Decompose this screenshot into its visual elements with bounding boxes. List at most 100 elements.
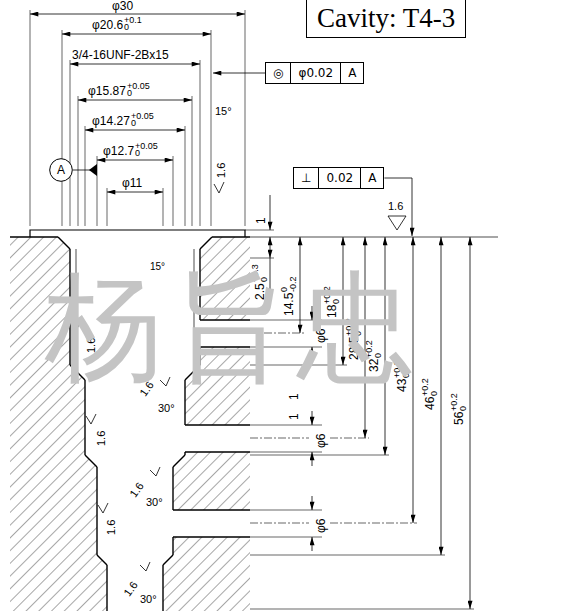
tolerance-text: 0 xyxy=(135,149,140,158)
angle-text: 30° xyxy=(140,594,157,605)
frame-cell: ◎ xyxy=(266,63,290,83)
cavity-outline xyxy=(97,555,107,565)
cavity-outline xyxy=(173,509,250,510)
extension-line xyxy=(192,96,193,226)
cavity-outline xyxy=(172,467,173,510)
roughness-symbol xyxy=(388,216,406,230)
extension-line xyxy=(250,258,274,259)
dimension-text: 56 xyxy=(453,412,465,425)
dimension-text: φ30 xyxy=(112,0,133,12)
cavity-outline xyxy=(163,555,173,565)
datum-symbol: A xyxy=(49,158,73,182)
extension-line xyxy=(245,230,274,231)
cavity-title-box: Cavity: T4-3 xyxy=(306,0,466,38)
dimension-line xyxy=(70,64,200,65)
extension-line xyxy=(250,510,322,511)
cavity-outline xyxy=(162,565,163,611)
extension-line xyxy=(30,10,31,226)
roughness-value: 1.6 xyxy=(216,163,227,178)
surface-line xyxy=(10,236,58,237)
cavity-outline xyxy=(172,537,173,555)
dimension-line xyxy=(270,237,271,258)
frame-cell: ⊥ xyxy=(294,168,318,188)
tolerance-text: 0 xyxy=(124,23,129,32)
extension-line xyxy=(163,188,164,226)
dimension-text: 1 xyxy=(288,393,300,400)
leader-line xyxy=(213,73,265,74)
extension-line xyxy=(245,10,246,226)
cavity-outline xyxy=(58,237,70,249)
cavity-outline xyxy=(84,380,85,455)
extension-line xyxy=(250,609,474,610)
dimension-line xyxy=(62,34,211,35)
frame-cell: A xyxy=(360,168,383,188)
leader-line xyxy=(384,178,412,236)
roughness-symbol xyxy=(214,182,224,193)
angle-text: 30° xyxy=(146,497,163,508)
extension-line xyxy=(85,126,86,226)
cavity-outline xyxy=(185,451,250,452)
tolerance-text: 0 xyxy=(430,391,439,396)
extension-line xyxy=(78,96,79,226)
extension-line xyxy=(173,156,174,226)
dimension-text: φ14.27 xyxy=(92,115,130,127)
dimension-line xyxy=(312,452,313,466)
roughness-symbol xyxy=(150,467,160,476)
dimension-text: φ11 xyxy=(122,177,142,189)
dimension-text: 1 xyxy=(255,217,267,224)
cavity-outline xyxy=(173,536,250,537)
cavity-outline xyxy=(184,380,185,425)
dimension-line xyxy=(30,14,245,15)
extension-line xyxy=(250,455,389,456)
extension-line xyxy=(330,438,369,439)
extension-line xyxy=(200,60,201,226)
extension-line xyxy=(250,237,498,238)
spot-face xyxy=(30,230,245,237)
surface-line xyxy=(212,236,250,237)
drawing-lines xyxy=(10,10,498,611)
dimension-text: φ12.7 xyxy=(103,145,134,157)
roughness-value: 1.6 xyxy=(128,480,146,499)
angle-text: 15° xyxy=(215,106,232,117)
extension-line xyxy=(70,60,71,226)
datum-circle xyxy=(50,159,73,182)
roughness-symbol xyxy=(140,562,150,571)
frame-cell: A xyxy=(57,163,65,177)
extension-line xyxy=(107,188,108,226)
tolerance-text: 0 xyxy=(459,406,468,411)
dimension-line xyxy=(78,100,192,101)
dimension-line xyxy=(312,496,313,510)
frame-cell: φ0.02 xyxy=(290,63,340,83)
angle-text: 30° xyxy=(158,403,175,414)
dimension-text: 1 xyxy=(288,413,300,420)
roughness-symbol xyxy=(86,414,96,424)
frame-cell: A xyxy=(340,63,363,83)
cavity-outline xyxy=(173,455,185,467)
extension-line xyxy=(250,537,322,538)
cavity-outline xyxy=(96,467,97,555)
dimension-text: φ20.6 xyxy=(92,19,123,31)
dimension-text: 3/4-16UNF-2Bx15 xyxy=(72,49,169,61)
roughness-symbol xyxy=(98,503,108,513)
title-text: Cavity: T4-3 xyxy=(317,3,455,33)
dimension-text: φ6 xyxy=(315,434,327,448)
dimension-line xyxy=(312,537,313,551)
feature-control-frame: ⊥0.02A xyxy=(293,167,384,189)
watermark: 杨旨忠 xyxy=(45,268,423,386)
dimension-line xyxy=(441,237,442,555)
dimension-text: 46 xyxy=(424,397,436,410)
extension-line xyxy=(250,523,309,524)
extension-line xyxy=(62,30,63,226)
extension-line xyxy=(211,30,212,226)
dimension-line xyxy=(107,192,163,193)
dimension-text: φ15.87 xyxy=(88,85,126,97)
roughness-value: 1.6 xyxy=(122,579,140,598)
extension-line xyxy=(250,555,445,556)
roughness-value: 1.6 xyxy=(106,520,117,535)
extension-line xyxy=(250,425,322,426)
datum-triangle xyxy=(89,164,97,176)
roughness-value: 1.6 xyxy=(388,201,403,212)
roughness-value: 1.6 xyxy=(96,431,107,446)
extension-line xyxy=(185,126,186,226)
